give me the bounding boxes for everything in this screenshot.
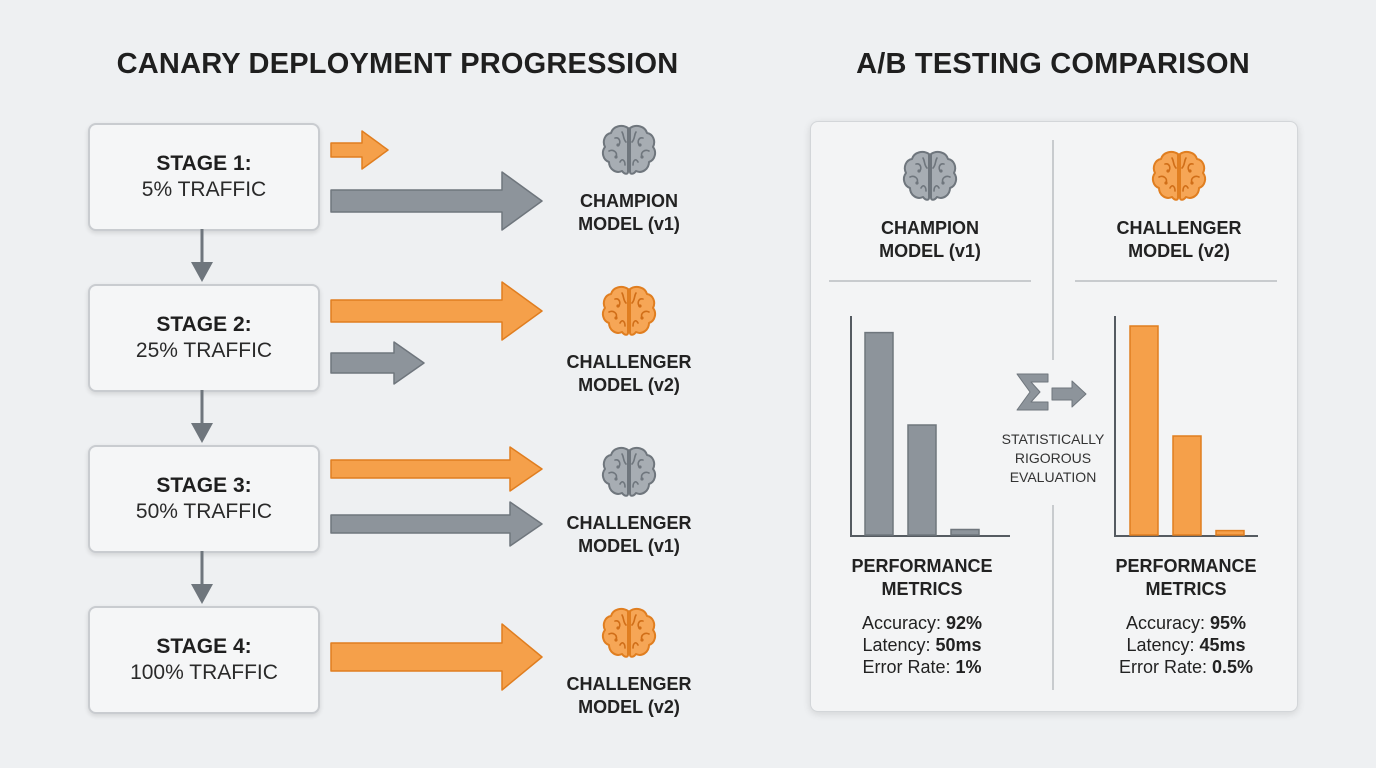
stage-4-orange-arrow	[330, 623, 543, 691]
evaluation-line-3: EVALUATION	[1009, 469, 1097, 485]
ab-challenger-name: CHALLENGER	[1116, 218, 1242, 238]
stage-2-box: STAGE 2: 25% TRAFFIC	[88, 284, 320, 392]
challenger-metrics: Accuracy: 95% Latency: 45ms Error Rate: …	[1096, 612, 1276, 678]
stage-3-model-name: CHALLENGER	[566, 513, 692, 533]
canary-title: CANARY DEPLOYMENT PROGRESSION	[116, 48, 679, 80]
champion-perf-title-2: METRICS	[881, 579, 963, 599]
stage-3-gray-arrow	[330, 501, 543, 547]
stage-3-model-label: CHALLENGER MODEL (v1)	[559, 512, 699, 558]
challenger-latency-bar	[1172, 435, 1202, 536]
champion-perf-title-1: PERFORMANCE	[851, 556, 993, 576]
stage-3-orange-arrow	[330, 446, 543, 492]
stage-3-model-version: MODEL (v1)	[578, 536, 680, 556]
canary-arrows	[191, 130, 543, 691]
ab-challenger-version: MODEL (v2)	[1128, 241, 1230, 261]
ab-challenger-label: CHALLENGER MODEL (v2)	[1109, 217, 1249, 263]
challenger-perf-title-1: PERFORMANCE	[1115, 556, 1257, 576]
stage-connector-3	[191, 551, 213, 604]
brain-icon	[902, 150, 958, 201]
stage-2-title: STAGE 2:	[156, 313, 252, 336]
stage-2-model-version: MODEL (v2)	[578, 375, 680, 395]
stage-1-model-label: CHAMPION MODEL (v1)	[559, 190, 699, 236]
stage-1-box: STAGE 1: 5% TRAFFIC	[88, 123, 320, 231]
champion-error-rate-bar	[950, 528, 980, 536]
ab-title: A/B TESTING COMPARISON	[856, 48, 1250, 80]
stage-2-model-label: CHALLENGER MODEL (v2)	[559, 351, 699, 397]
stage-3-box: STAGE 3: 50% TRAFFIC	[88, 445, 320, 553]
stage-3-title: STAGE 3:	[156, 474, 252, 497]
stage-4-model-name: CHALLENGER	[566, 674, 692, 694]
ab-champion-version: MODEL (v1)	[879, 241, 981, 261]
champion-latency-bar	[907, 424, 937, 536]
challenger-accuracy-bar	[1129, 325, 1159, 536]
stage-2-gray-arrow	[330, 341, 425, 385]
stage-connector-1	[191, 229, 213, 282]
champion-metrics: Accuracy: 92% Latency: 50ms Error Rate: …	[832, 612, 1012, 678]
challenger-latency: Latency: 45ms	[1126, 635, 1246, 655]
challenger-error-rate-bar	[1215, 529, 1245, 536]
brain-icon	[1151, 150, 1207, 201]
champion-perf-title: PERFORMANCE METRICS	[842, 555, 1002, 601]
champion-bars	[864, 331, 980, 536]
evaluation-line-1: STATISTICALLY	[1001, 431, 1105, 447]
ab-champion-label: CHAMPION MODEL (v1)	[860, 217, 1000, 263]
stage-1-traffic: 5% TRAFFIC	[141, 178, 267, 201]
sigma-arrow-icon	[1016, 373, 1087, 411]
evaluation-label: STATISTICALLY RIGOROUS EVALUATION	[990, 430, 1116, 487]
stage-connector-2	[191, 390, 213, 443]
ab-champion-name: CHAMPION	[881, 218, 979, 238]
champion-axes	[850, 316, 1010, 537]
champion-accuracy: Accuracy: 92%	[861, 613, 983, 633]
challenger-bars	[1129, 325, 1245, 536]
challenger-accuracy: Accuracy: 95%	[1125, 613, 1247, 633]
stage-2-model-name: CHALLENGER	[566, 352, 692, 372]
stage-1-orange-arrow	[330, 130, 389, 170]
stage-1-model-name: CHAMPION	[580, 191, 678, 211]
challenger-perf-title: PERFORMANCE METRICS	[1106, 555, 1266, 601]
challenger-error-rate: Error Rate: 0.5%	[1118, 657, 1254, 677]
challenger-axes	[1114, 316, 1258, 537]
stage-1-gray-arrow	[330, 171, 543, 231]
champion-accuracy-bar	[864, 331, 894, 536]
stage-2-orange-arrow	[330, 281, 543, 341]
stage-4-model-label: CHALLENGER MODEL (v2)	[559, 673, 699, 719]
stage-4-box: STAGE 4: 100% TRAFFIC	[88, 606, 320, 714]
challenger-perf-title-2: METRICS	[1145, 579, 1227, 599]
stage-4-traffic: 100% TRAFFIC	[130, 661, 278, 684]
stage-1-model-version: MODEL (v1)	[578, 214, 680, 234]
stage-3-traffic: 50% TRAFFIC	[135, 500, 273, 523]
evaluation-line-2: RIGOROUS	[1014, 450, 1092, 466]
stage-1-title: STAGE 1:	[156, 152, 252, 175]
stage-4-title: STAGE 4:	[156, 635, 252, 658]
stage-2-traffic: 25% TRAFFIC	[135, 339, 273, 362]
champion-latency: Latency: 50ms	[862, 635, 982, 655]
stage-4-model-version: MODEL (v2)	[578, 697, 680, 717]
champion-error-rate: Error Rate: 1%	[862, 657, 982, 677]
